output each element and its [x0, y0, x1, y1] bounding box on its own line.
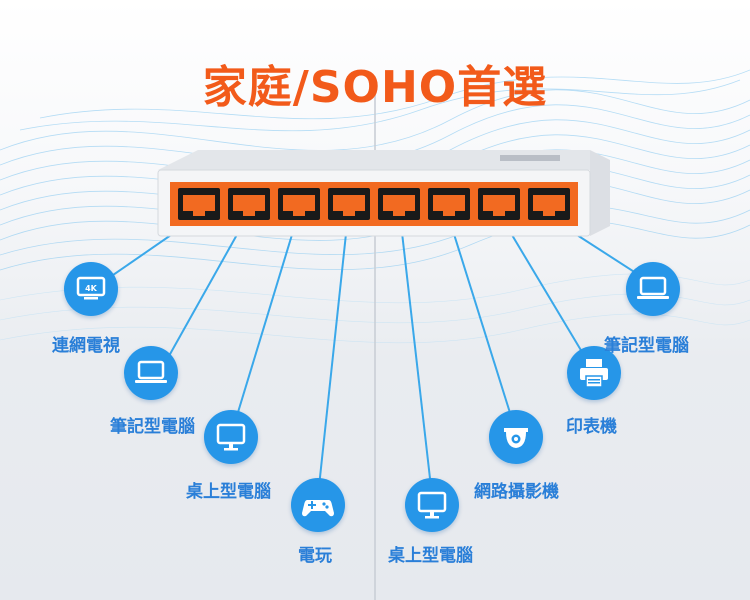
monitor-icon [204, 410, 258, 464]
ethernet-port [278, 188, 320, 220]
monitor-icon [405, 478, 459, 532]
label-laptop-left: 筆記型電腦 [110, 417, 195, 437]
cable-game-console [317, 214, 349, 497]
smart-tv-icon: 4K [64, 262, 118, 316]
label-ip-camera: 網路攝影機 [474, 482, 559, 502]
label-desktop-right: 桌上型電腦 [388, 546, 473, 566]
ethernet-port [478, 188, 520, 220]
cable-desktop-left [231, 214, 299, 433]
label-printer: 印表機 [566, 417, 617, 437]
cable-desktop-right [399, 214, 433, 497]
label-smart-tv: 連網電視 [52, 336, 120, 356]
label-desktop-left: 桌上型電腦 [186, 482, 271, 502]
label-game-console: 電玩 [298, 546, 332, 566]
cable-printer [499, 214, 595, 373]
cable-ip-camera [447, 214, 517, 433]
ethernet-port [428, 188, 470, 220]
page-title: 家庭/SOHO首選 [202, 62, 548, 114]
laptop-icon [626, 262, 680, 316]
cable-laptop-left [159, 214, 249, 373]
printer-icon [567, 346, 621, 400]
camera-icon [489, 410, 543, 464]
tv-4k-text: 4K [85, 284, 98, 293]
ethernet-port [328, 188, 370, 220]
ethernet-port [378, 188, 420, 220]
ethernet-port [528, 188, 570, 220]
gamepad-icon [291, 478, 345, 532]
laptop-icon [124, 346, 178, 400]
label-laptop-right: 筆記型電腦 [604, 336, 689, 356]
ethernet-port [178, 188, 220, 220]
ethernet-port [228, 188, 270, 220]
